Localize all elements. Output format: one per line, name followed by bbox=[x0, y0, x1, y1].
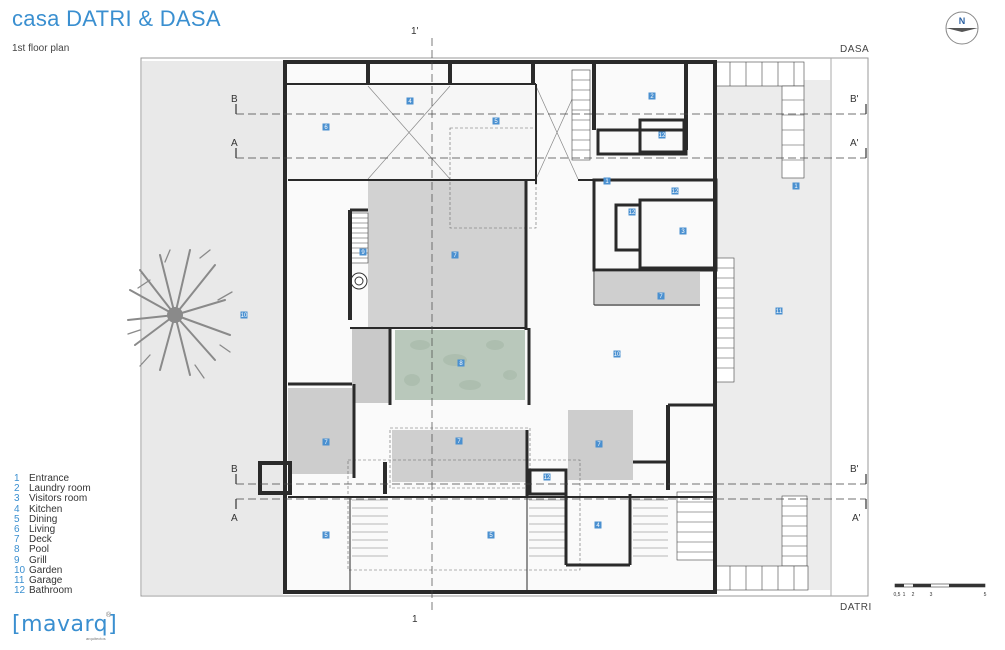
grill-area bbox=[352, 328, 390, 403]
legend-label: Grill bbox=[29, 554, 47, 566]
legend-label: Living bbox=[29, 524, 56, 536]
legend-number: 9 bbox=[14, 554, 20, 566]
legend-number: 11 bbox=[14, 575, 25, 587]
legend-number: 1 bbox=[14, 473, 20, 484]
legend-number: 2 bbox=[14, 483, 20, 495]
legend-label: Deck bbox=[29, 534, 52, 546]
living-room bbox=[288, 86, 368, 179]
room-legend: 1 Entrance 2 Laundry room 3 Visitors room 4 Kit… bbox=[14, 473, 91, 596]
scale-label: 5 bbox=[984, 592, 987, 598]
legend-label: Laundry room bbox=[29, 483, 91, 495]
legend-label: Garden bbox=[29, 564, 63, 576]
legend-item: 4 Kitchen bbox=[14, 503, 91, 515]
legend-item: 5 Dining bbox=[14, 513, 91, 525]
legend-number: 12 bbox=[14, 585, 26, 597]
legend-item: 1 Entrance bbox=[14, 473, 91, 484]
legend-number: 10 bbox=[14, 564, 26, 576]
deck-central bbox=[368, 180, 526, 328]
scale-label: 2 bbox=[912, 592, 915, 598]
deck-south bbox=[392, 430, 527, 482]
legend-number: 6 bbox=[14, 524, 20, 536]
logo-registered-mark: ® bbox=[106, 612, 112, 619]
legend-label: Garage bbox=[29, 575, 63, 587]
legend-item: 9 Grill bbox=[14, 554, 91, 566]
scale-label: 0,5 bbox=[894, 592, 901, 598]
legend-number: 4 bbox=[14, 503, 20, 515]
scale-label: 3 bbox=[930, 592, 933, 598]
legend-number: 7 bbox=[14, 534, 20, 546]
deck-sw bbox=[288, 388, 354, 474]
tree-symbol bbox=[127, 249, 233, 379]
legend-label: Dining bbox=[29, 513, 58, 525]
mavarq-logo: [mavarq] bbox=[12, 612, 118, 637]
edge-label-dasa: DASA bbox=[840, 44, 870, 55]
legend-label: Bathroom bbox=[29, 585, 73, 597]
svg-text:N: N bbox=[959, 16, 966, 26]
edge-label-datri: DATRI bbox=[840, 602, 872, 613]
page-title: casa DATRI & DASA bbox=[12, 6, 221, 31]
legend-label: Kitchen bbox=[29, 503, 63, 515]
legend-item: 11 Garage bbox=[14, 575, 91, 587]
legend-item: 3 Visitors room bbox=[14, 494, 91, 504]
legend-number: 5 bbox=[14, 513, 20, 525]
scale-label: 1 bbox=[903, 592, 906, 598]
legend-item: 7 Deck bbox=[14, 535, 91, 545]
deck-east bbox=[595, 272, 700, 306]
dining-top bbox=[450, 86, 536, 179]
legend-label: Visitors room bbox=[29, 493, 88, 505]
legend-label: Pool bbox=[29, 544, 50, 556]
legend-item: 6 Living bbox=[14, 524, 91, 536]
legend-label: Entrance bbox=[29, 473, 70, 484]
legend-number: 8 bbox=[14, 544, 20, 556]
logo-subtext: arquitectos bbox=[86, 636, 106, 641]
plan-subtitle: 1st floor plan bbox=[12, 43, 70, 54]
legend-item: 2 Laundry room bbox=[14, 483, 91, 495]
north-compass-icon: N bbox=[945, 11, 979, 45]
legend-item: 8 Pool bbox=[14, 545, 91, 555]
legend-number: 3 bbox=[14, 493, 20, 505]
deck-se bbox=[568, 410, 633, 480]
